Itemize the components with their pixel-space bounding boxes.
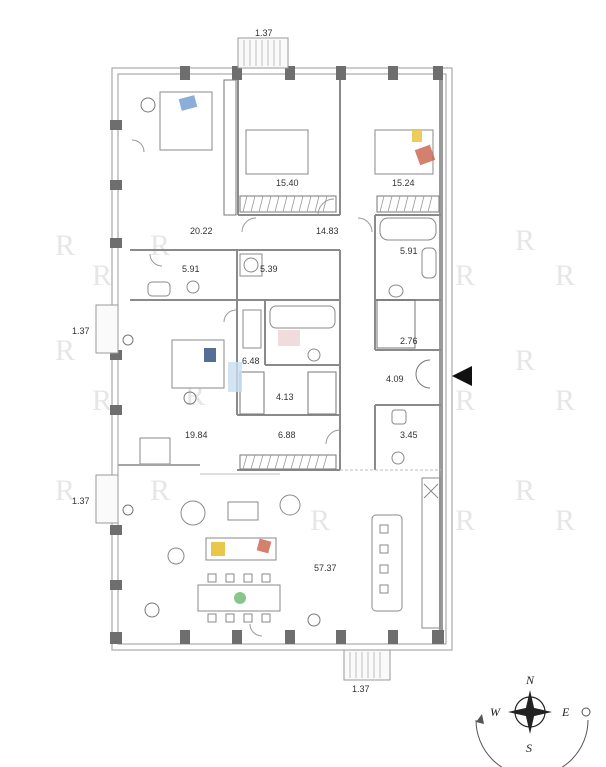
room-area-wardrobe-w: 6.48 <box>242 356 260 366</box>
double-sink <box>269 305 336 329</box>
compass-west: W <box>490 705 501 719</box>
sink <box>391 409 407 425</box>
balcony-left-mid <box>95 304 119 354</box>
room-labels: 20.22 15.40 15.24 14.83 5.91 5.91 5.39 1… <box>72 28 418 694</box>
side-table <box>167 547 185 565</box>
armchair <box>279 494 301 516</box>
room-area-bath-w: 5.91 <box>182 264 200 274</box>
wardrobe-hatching <box>242 195 433 470</box>
toilet <box>388 284 404 298</box>
bathroom-fixtures <box>147 217 437 465</box>
shower <box>242 309 262 349</box>
room-area-bedroom-n2: 15.24 <box>392 178 415 188</box>
bed-accents <box>178 95 436 392</box>
tv-stand <box>227 501 259 521</box>
watermark-logo: R <box>55 474 75 507</box>
watermark-logo: R <box>150 474 170 507</box>
armchair <box>180 500 206 526</box>
sun-icon <box>581 707 591 717</box>
watermark-logo: R <box>92 259 112 292</box>
shower-glass <box>278 330 300 346</box>
living-furniture <box>139 437 301 612</box>
room-area-laundry: 5.39 <box>260 264 278 274</box>
room-area-entrance: 4.09 <box>386 374 404 384</box>
room-area-wc-e: 3.45 <box>400 430 418 440</box>
toilet <box>186 280 200 294</box>
room-area-closet-e: 2.76 <box>400 336 418 346</box>
bed-w <box>171 339 225 389</box>
plants <box>122 97 321 627</box>
bathtub <box>379 217 437 241</box>
watermark-logo: R <box>150 229 170 262</box>
watermark-logo: R <box>515 474 535 507</box>
entry-door <box>415 359 431 389</box>
compass-south: S <box>526 741 532 755</box>
balcony-left-low <box>95 474 119 524</box>
doors <box>131 139 373 637</box>
room-area-bath-e: 5.91 <box>400 246 418 256</box>
bed-n1 <box>245 129 309 175</box>
sink <box>147 281 171 297</box>
watermark-logo: R <box>515 224 535 257</box>
room-area-living: 57.37 <box>314 563 337 573</box>
windows <box>118 464 441 475</box>
entrance-arrow-icon <box>452 366 472 386</box>
watermark-logo: R <box>455 504 475 537</box>
compass-north: N <box>525 673 535 687</box>
watermark-logo: R <box>555 504 575 537</box>
wardrobes <box>223 79 440 470</box>
desk <box>139 437 171 465</box>
watermark-logo: R <box>455 384 475 417</box>
sink <box>421 247 437 279</box>
dining-chairs <box>207 524 389 623</box>
balcony-area-top: 1.37 <box>255 28 273 38</box>
watermark-logo: R <box>55 334 75 367</box>
balcony-area-bottom: 1.37 <box>352 684 370 694</box>
compass: N S W E <box>475 673 591 767</box>
balcony-bottom <box>343 649 391 681</box>
watermark-logo: R <box>92 384 112 417</box>
kitchen-island <box>371 514 403 612</box>
watermark-logo: R <box>515 344 535 377</box>
room-area-bedroom-w: 19.84 <box>185 430 208 440</box>
toilet <box>307 348 321 362</box>
balcony-area-left-low: 1.37 <box>72 496 90 506</box>
watermark-logo: R <box>555 259 575 292</box>
balcony-area-left-mid: 1.37 <box>72 326 90 336</box>
toilet <box>391 451 405 465</box>
room-area-wardrobe-c: 6.88 <box>278 430 296 440</box>
watermark-logo: R <box>455 259 475 292</box>
room-area-bedroom-nw: 20.22 <box>190 226 213 236</box>
structural-columns <box>110 66 444 644</box>
room-area-bedroom-n1: 15.40 <box>276 178 299 188</box>
watermarks: R R R R R R R R R R R R R R R R R R <box>55 224 575 537</box>
compass-east: E <box>561 705 570 719</box>
watermark-logo: R <box>310 504 330 537</box>
watermark-logo: R <box>55 229 75 262</box>
room-area-hall-n: 14.83 <box>316 226 339 236</box>
room-area-corridor: 4.13 <box>276 392 294 402</box>
living-accents <box>211 538 272 604</box>
watermark-logo: R <box>555 384 575 417</box>
kitchen <box>371 477 441 629</box>
washing-machine <box>239 253 263 277</box>
